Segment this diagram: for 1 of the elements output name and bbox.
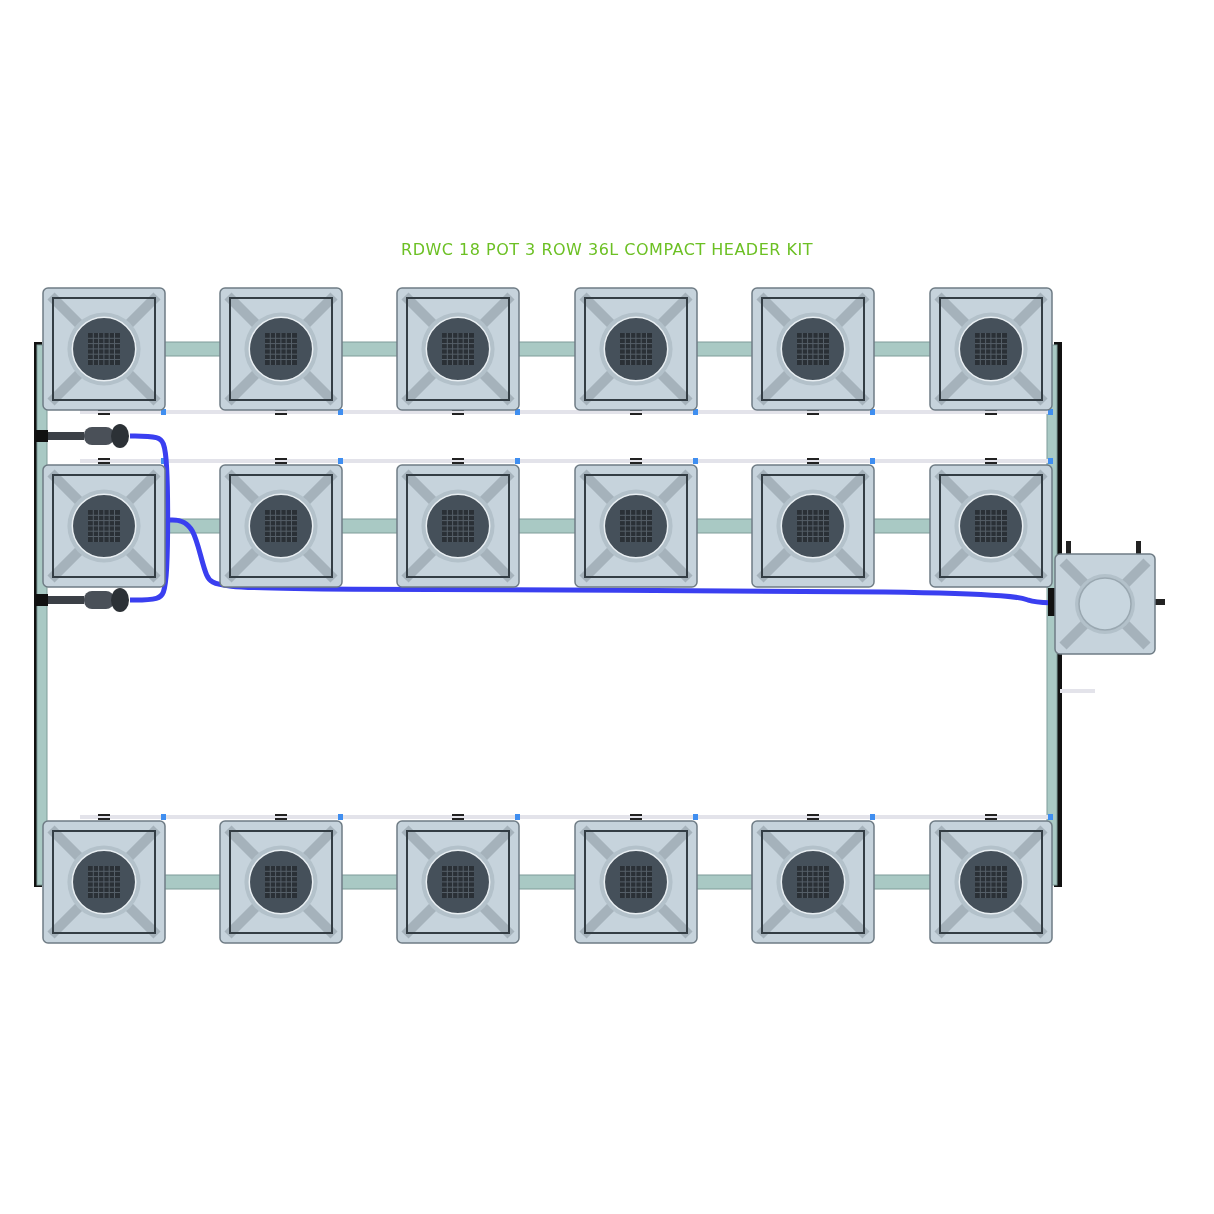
title: RDWC 18 POT 3 ROW 36L COMPACT HEADER KIT [401, 240, 813, 259]
